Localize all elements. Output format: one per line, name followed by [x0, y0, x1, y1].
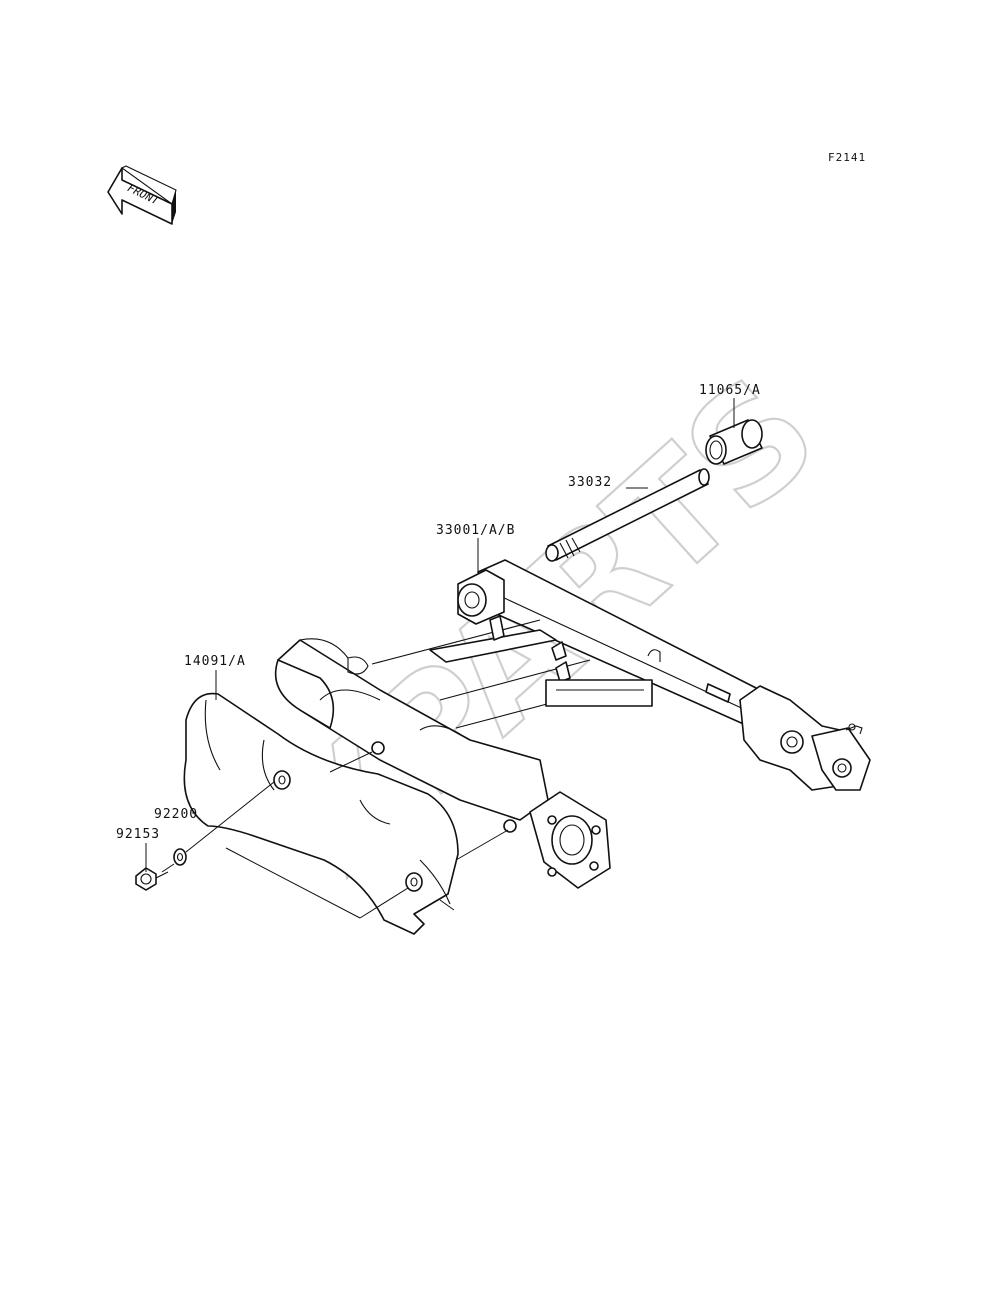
callout-92153: 92153 [116, 827, 160, 842]
front-arrow-icon: FRONT [107, 165, 177, 225]
callout-33032: 33032 [568, 475, 612, 490]
callout-11065-a: 11065/A [699, 383, 761, 398]
bushing [705, 419, 763, 465]
pivot-housing [457, 569, 505, 625]
pivot-shaft [545, 468, 710, 562]
leader-lines [145, 398, 735, 919]
callout-14091-a: 14091/A [184, 654, 246, 669]
swing-arm-cover [183, 692, 459, 935]
callout-92200: 92200 [154, 807, 198, 822]
swing-arm [274, 559, 871, 889]
figure-code: F2141 [828, 151, 866, 164]
drive-flange [529, 791, 611, 889]
bolt [135, 867, 169, 891]
washer [173, 848, 187, 866]
callout-33001-a-b: 33001/A/B [436, 523, 515, 538]
